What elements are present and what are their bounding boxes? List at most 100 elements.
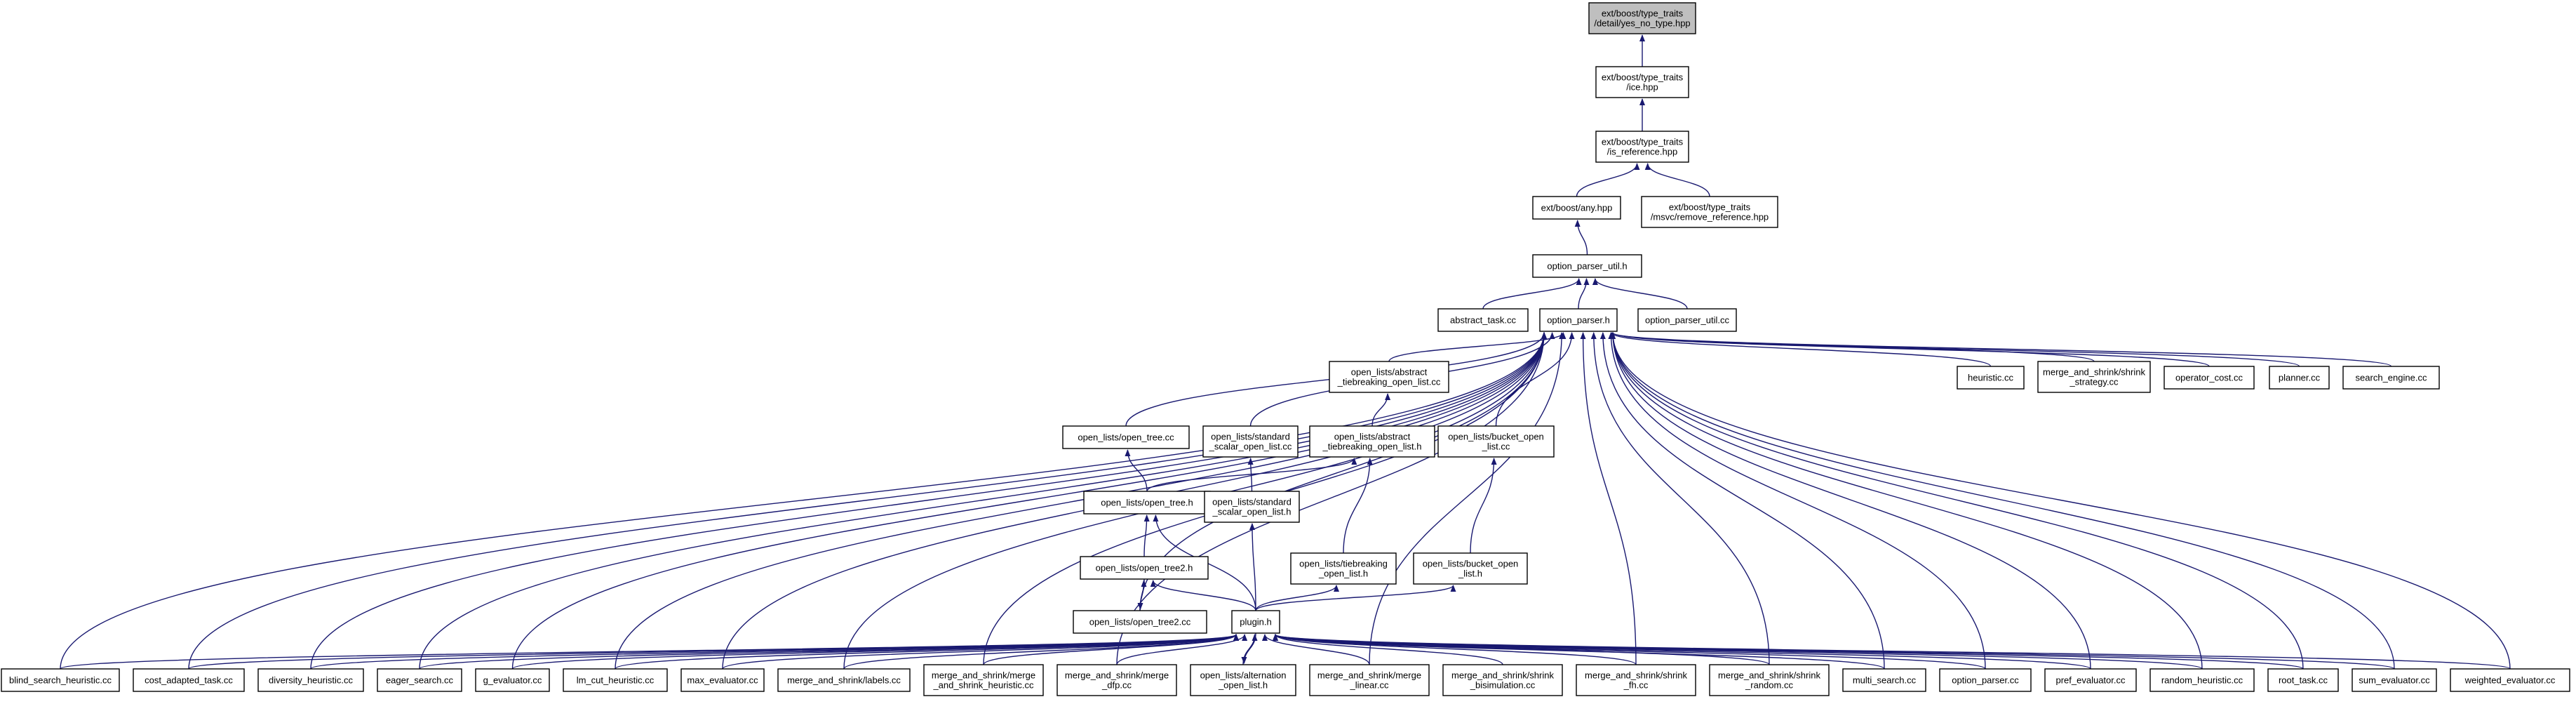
edge-op_cc-to-op_h — [1608, 332, 1986, 670]
node-abs-tb-cc[interactable]: open_lists/abstract_tiebreaking_open_lis… — [1329, 361, 1449, 393]
edge-tiebreak_h-to-abs_tb_h — [1343, 458, 1373, 554]
node-bucket-h[interactable]: open_lists/bucket_open_list.h — [1413, 552, 1528, 585]
edge-multi_search-to-plugin_h — [1273, 634, 1885, 670]
node-label: _and_shrink_heuristic.cc — [932, 680, 1034, 691]
edge-heuristic-to-op_h — [1609, 332, 1992, 367]
node-abs-tb-h[interactable]: open_lists/abstract_tiebreaking_open_lis… — [1309, 425, 1435, 458]
edge-ms_fh-to-op_h — [1580, 332, 1637, 665]
node-label: weighted_evaluator.cc — [2464, 675, 2556, 686]
node-label: abstract_task.cc — [1450, 315, 1516, 326]
edge-open_tree2_h-to-open_tree_h — [1143, 514, 1150, 557]
edge-op_h-to-opu_h — [1578, 278, 1590, 310]
node-yes-no[interactable]: ext/boost/type_traits/detail/yes_no_type… — [1588, 2, 1696, 34]
node-label: option_parser_util.h — [1547, 261, 1627, 272]
edge-ms_bisim-to-plugin_h — [1273, 634, 1503, 665]
edge-bucket_h-to-bucket_cc — [1470, 458, 1497, 554]
node-root-task[interactable]: root_task.cc — [2267, 668, 2339, 692]
node-label: _open_list.h — [1218, 680, 1268, 691]
node-std-scalar-cc[interactable]: open_lists/standard_scalar_open_list.cc — [1202, 425, 1299, 458]
node-label: _dfp.cc — [1101, 680, 1132, 691]
edge-open_tree_h-to-open_tree_cc — [1125, 449, 1148, 492]
node-opu-h[interactable]: option_parser_util.h — [1532, 254, 1642, 278]
node-open-tree-cc[interactable]: open_lists/open_tree.cc — [1062, 425, 1190, 449]
node-ms-linear[interactable]: merge_and_shrink/merge_linear.cc — [1309, 664, 1430, 696]
node-open-tree-h[interactable]: open_lists/open_tree.h — [1083, 491, 1211, 514]
node-box — [1329, 361, 1449, 393]
node-label: multi_search.cc — [1853, 675, 1917, 686]
node-label: ext/boost/type_traits — [1669, 202, 1751, 213]
node-random-heur[interactable]: random_heuristic.cc — [2149, 668, 2255, 692]
node-box — [1641, 196, 1778, 228]
node-label: merge_and_shrink/merge — [932, 670, 1035, 681]
node-planner[interactable]: planner.cc — [2269, 366, 2330, 390]
node-label: /ice.hpp — [1626, 82, 1658, 93]
node-op-cc[interactable]: option_parser.cc — [1939, 668, 2032, 692]
node-ms-fh[interactable]: merge_and_shrink/shrink_fh.cc — [1576, 664, 1696, 696]
node-any[interactable]: ext/boost/any.hpp — [1532, 196, 1621, 220]
node-ms-bisim[interactable]: merge_and_shrink/shrink_bisimulation.cc — [1442, 664, 1563, 696]
node-bucket-cc[interactable]: open_lists/bucket_open_list.cc — [1437, 425, 1555, 458]
node-diversity[interactable]: diversity_heuristic.cc — [257, 668, 364, 692]
node-label: open_lists/abstract — [1334, 432, 1411, 442]
node-plugin-h[interactable]: plugin.h — [1231, 610, 1280, 634]
node-pref-eval[interactable]: pref_evaluator.cc — [2044, 668, 2137, 692]
node-ms-dfp[interactable]: merge_and_shrink/merge_dfp.cc — [1056, 664, 1177, 696]
node-box — [1190, 664, 1296, 696]
node-label: lm_cut_heuristic.cc — [577, 675, 655, 686]
node-box — [1637, 308, 1737, 332]
edge-plugin_h-to-bucket_h — [1255, 585, 1456, 611]
node-alt-h[interactable]: open_lists/alternation_open_list.h — [1190, 664, 1296, 696]
node-std-scalar-h[interactable]: open_lists/standard_scalar_open_list.h — [1204, 491, 1300, 523]
node-opu-cc[interactable]: option_parser_util.cc — [1637, 308, 1737, 332]
node-open-tree2-cc[interactable]: open_lists/open_tree2.cc — [1073, 610, 1207, 634]
node-label: merge_and_shrink/shrink — [1451, 670, 1554, 681]
node-ms-strategy[interactable]: merge_and_shrink/shrink_strategy.cc — [2037, 361, 2151, 393]
node-weighted-eval[interactable]: weighted_evaluator.cc — [2450, 668, 2570, 692]
node-label: _scalar_open_list.cc — [1209, 441, 1292, 452]
node-search-engine[interactable]: search_engine.cc — [2342, 366, 2440, 390]
node-cost-adapted[interactable]: cost_adapted_task.cc — [133, 668, 245, 692]
node-label: merge_and_shrink/labels.cc — [787, 675, 901, 686]
node-label: merge_and_shrink/shrink — [2043, 367, 2145, 378]
node-msvc[interactable]: ext/boost/type_traits/msvc/remove_refere… — [1641, 196, 1778, 228]
node-label: open_lists/standard — [1212, 497, 1292, 507]
node-box — [1709, 664, 1830, 696]
node-box — [1080, 556, 1209, 580]
node-label: heuristic.cc — [1968, 373, 2014, 383]
node-is-ref[interactable]: ext/boost/type_traits/is_reference.hpp — [1595, 131, 1689, 163]
node-ms-labels[interactable]: merge_and_shrink/labels.cc — [777, 668, 911, 692]
node-multi-search[interactable]: multi_search.cc — [1842, 668, 1926, 692]
node-box — [1290, 552, 1397, 585]
node-tiebreak-h[interactable]: open_lists/tiebreaking_open_list.h — [1290, 552, 1397, 585]
node-g-eval[interactable]: g_evaluator.cc — [475, 668, 550, 692]
node-op-h[interactable]: option_parser.h — [1539, 308, 1618, 332]
node-label: merge_and_shrink/merge — [1317, 670, 1421, 681]
node-open-tree2-h[interactable]: open_lists/open_tree2.h — [1080, 556, 1209, 580]
edge-ms_linear-to-op_h — [1369, 332, 1565, 665]
node-box — [563, 668, 668, 692]
node-label: open_lists/bucket_open — [1423, 559, 1519, 569]
edge-eager-to-plugin_h — [419, 634, 1239, 670]
node-eager[interactable]: eager_search.cc — [377, 668, 462, 692]
node-heuristic[interactable]: heuristic.cc — [1957, 366, 2025, 390]
node-label: _linear.cc — [1350, 680, 1389, 691]
node-ms-random[interactable]: merge_and_shrink/shrink_random.cc — [1709, 664, 1830, 696]
node-max-eval[interactable]: max_evaluator.cc — [680, 668, 765, 692]
node-operator-cost[interactable]: operator_cost.cc — [2164, 366, 2255, 390]
node-label: /is_reference.hpp — [1607, 147, 1677, 157]
node-lm-cut[interactable]: lm_cut_heuristic.cc — [563, 668, 668, 692]
node-ice[interactable]: ext/boost/type_traits/ice.hpp — [1595, 66, 1689, 98]
node-box — [1309, 425, 1435, 458]
node-blind[interactable]: blind_search_heuristic.cc — [1, 668, 120, 692]
node-box — [1437, 308, 1529, 332]
node-label: blind_search_heuristic.cc — [9, 675, 112, 686]
node-sum-eval[interactable]: sum_evaluator.cc — [2352, 668, 2437, 692]
node-abstract-task[interactable]: abstract_task.cc — [1437, 308, 1529, 332]
edge-eager-to-op_h — [419, 332, 1547, 670]
edge-plugin_h-to-tiebreak_h — [1255, 585, 1339, 611]
edge-search_engine-to-op_h — [1610, 332, 2392, 367]
node-box — [2037, 361, 2151, 393]
node-label: plugin.h — [1240, 617, 1272, 627]
node-ms-heur[interactable]: merge_and_shrink/merge_and_shrink_heuris… — [923, 664, 1044, 696]
node-box — [1437, 425, 1555, 458]
